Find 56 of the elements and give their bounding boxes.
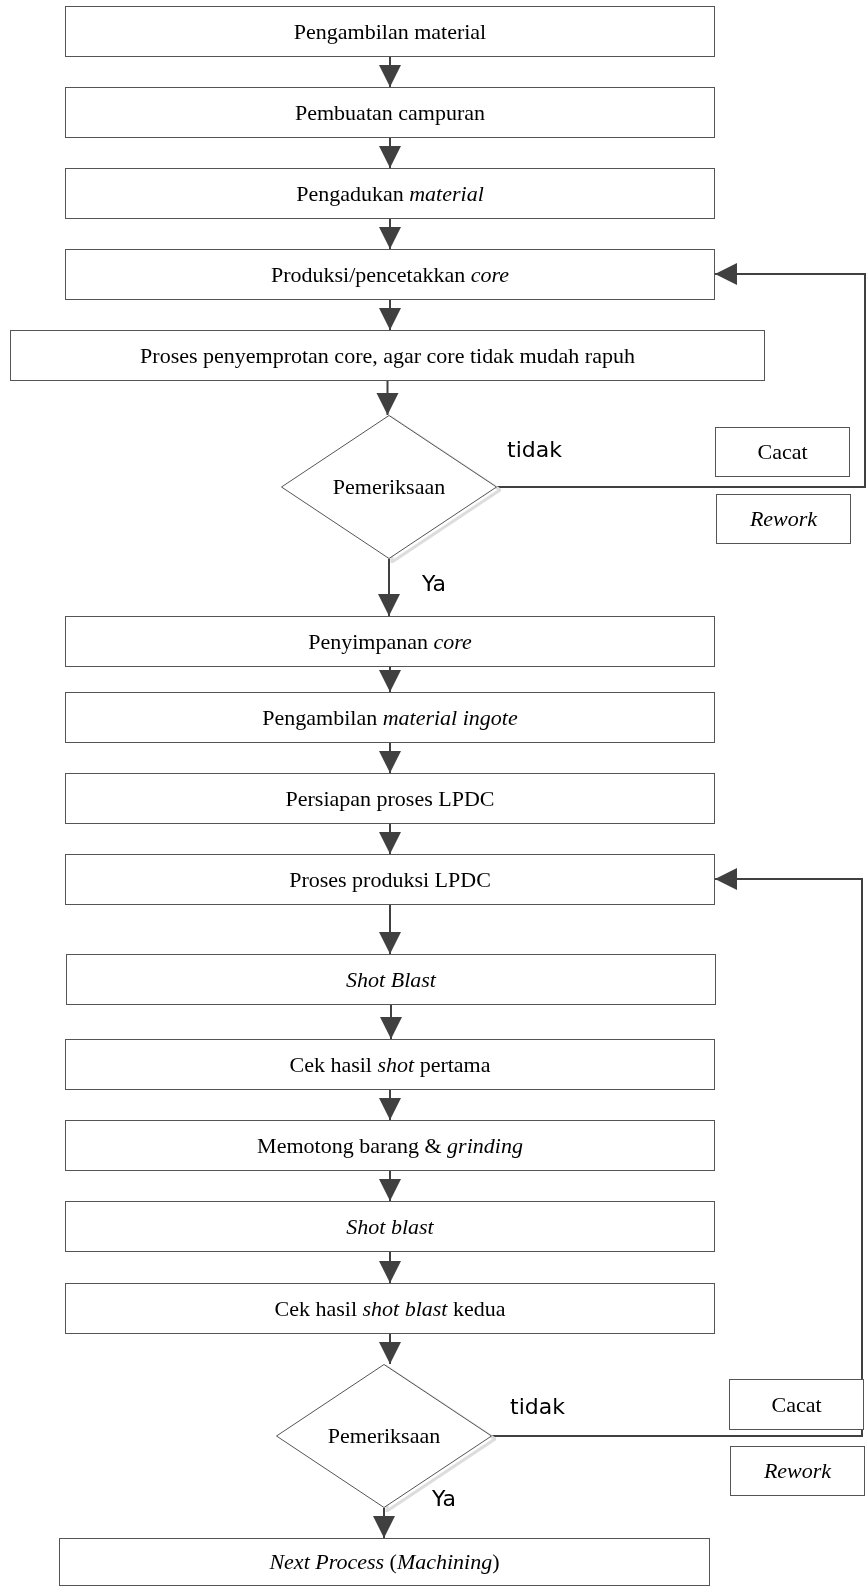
node-label: Proses produksi LPDC: [289, 866, 491, 893]
node-label: Rework: [749, 506, 818, 532]
arrow: [379, 137, 401, 169]
arrow: [379, 666, 401, 693]
node-label: Pengambilan material: [293, 18, 487, 45]
arrow: [379, 904, 401, 955]
arrow: [379, 1089, 401, 1121]
arrow: [379, 1170, 401, 1202]
node-label: Cek hasil shot pertama: [289, 1051, 491, 1078]
node-label: Cacat: [757, 439, 808, 465]
arrow: [380, 1004, 402, 1040]
node-label: Pembuatan campuran: [295, 99, 485, 126]
arrow: [379, 1251, 401, 1284]
node-label: Rework: [763, 1458, 832, 1484]
arrow: [379, 742, 401, 774]
node-label: Proses penyemprotan core, agar core tidak mudah rapuh: [140, 342, 635, 369]
node-label: Shot Blast: [346, 966, 436, 993]
process-box: [65, 1039, 715, 1090]
arrow: [379, 218, 401, 250]
node-label: Cacat: [771, 1391, 822, 1418]
process-box: [65, 1120, 715, 1171]
arrow: [379, 56, 401, 88]
process-box: [65, 1283, 715, 1334]
node-label: Produksi/pencetakkan core: [270, 261, 510, 288]
note-box: [730, 1446, 865, 1496]
process-box: [65, 168, 715, 219]
process-box: [65, 87, 715, 138]
process-box: [715, 427, 850, 477]
process-box: [65, 773, 715, 824]
note-box: [716, 494, 851, 544]
node-label: Memotong barang & grinding: [257, 1132, 523, 1159]
process-box: [65, 616, 715, 667]
node-label: Shot blast: [346, 1213, 434, 1240]
process-box: [10, 330, 765, 381]
process-box: [65, 6, 715, 57]
arrow: [496, 263, 866, 488]
node-label: Pengambilan material ingote: [262, 704, 518, 731]
arrow: [378, 558, 400, 617]
note-box: [65, 1201, 715, 1252]
node-label: Pengadukan material: [296, 180, 484, 207]
process-box: [65, 692, 715, 743]
arrow: [379, 1333, 401, 1365]
arrow: [379, 823, 401, 855]
arrow: [379, 299, 401, 331]
process-box: [729, 1379, 864, 1430]
process-box: [65, 854, 715, 905]
note-box: [66, 954, 716, 1005]
arrow: [373, 1507, 395, 1539]
process-box: [59, 1538, 710, 1586]
node-label: Persiapan proses LPDC: [285, 785, 495, 812]
node-label: Next Process (Machining): [269, 1549, 500, 1575]
process-box: [65, 249, 715, 300]
node-label: Cek hasil shot blast kedua: [274, 1295, 506, 1322]
node-label: Penyimpanan core: [308, 628, 472, 655]
arrow: [491, 868, 863, 1437]
arrow: [376, 380, 399, 416]
